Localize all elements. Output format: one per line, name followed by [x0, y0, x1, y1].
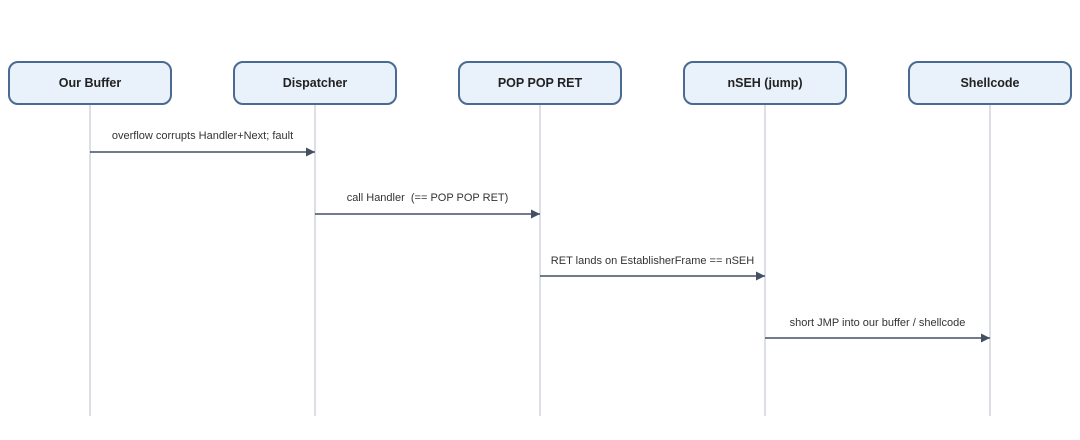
- participant-dispatcher: Dispatcher: [233, 61, 397, 105]
- participant-pop-pop-ret: POP POP RET: [458, 61, 622, 105]
- participant-shellcode: Shellcode: [908, 61, 1072, 105]
- participant-label: Shellcode: [960, 76, 1020, 90]
- participant-label: POP POP RET: [497, 76, 583, 90]
- message-label-short-jmp: short JMP into our buffer / shellcode: [789, 317, 966, 329]
- message-label-overflow: overflow corrupts Handler+Next; fault: [111, 130, 294, 142]
- participant-label: Our Buffer: [58, 76, 122, 90]
- participant-label: Dispatcher: [282, 76, 348, 90]
- participant-our-buffer: Our Buffer: [8, 61, 172, 105]
- message-label-call-handler: call Handler (== POP POP RET): [346, 192, 509, 204]
- participant-nseh-jump: nSEH (jump): [683, 61, 847, 105]
- participant-label: nSEH (jump): [727, 76, 803, 90]
- message-label-ret-lands: RET lands on EstablisherFrame == nSEH: [550, 255, 755, 267]
